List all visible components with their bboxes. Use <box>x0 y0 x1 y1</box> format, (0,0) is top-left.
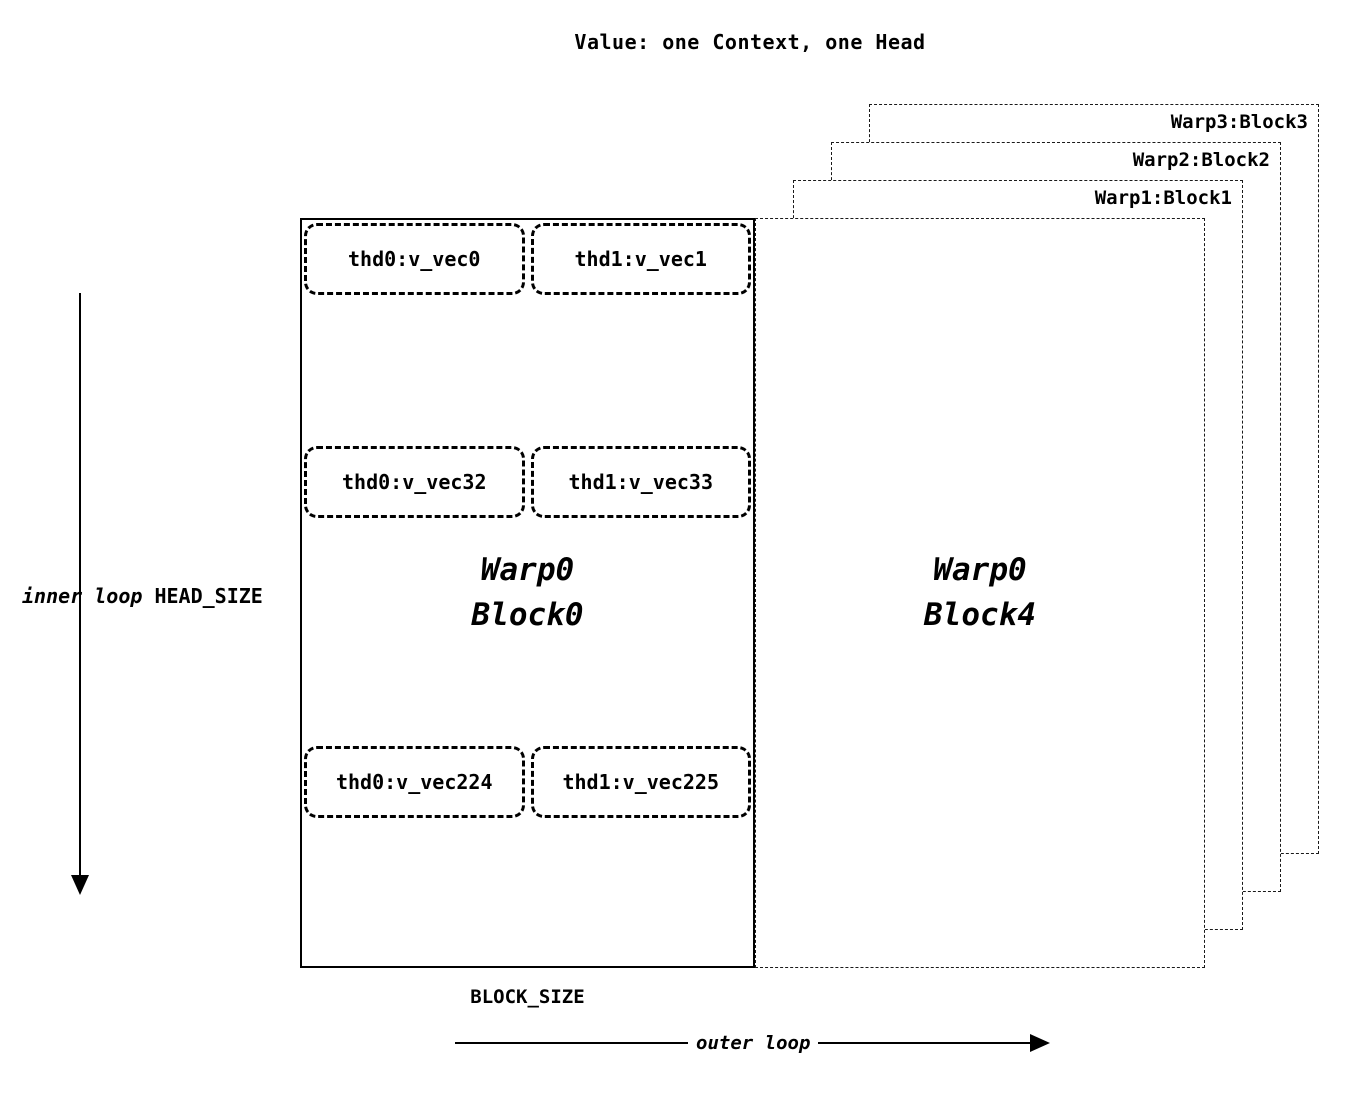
block-warp0-block4-title: Warp0 Block4 <box>756 219 1204 967</box>
diagram-title: Value: one Context, one Head <box>574 30 926 54</box>
inner-loop-axis-label: inner loop HEAD_SIZE <box>22 584 263 608</box>
vec-box-thd1-v-vec225: thd1:v_vec225 <box>530 746 751 818</box>
outer-loop-arrow-head-icon <box>1030 1034 1050 1052</box>
vec-row-1: thd0:v_vec32 thd1:v_vec33 <box>304 446 751 518</box>
inner-loop-arrow-head-icon <box>71 875 89 895</box>
block-warp3-label: Warp3:Block3 <box>1170 111 1308 133</box>
vec-box-thd1-v-vec33: thd1:v_vec33 <box>530 446 751 518</box>
head-size-label: HEAD_SIZE <box>154 584 263 608</box>
block-warp0-block0-title: Warp0 Block0 <box>302 220 753 966</box>
block0-block-label: Block0 <box>471 597 584 633</box>
block0-warp-label: Warp0 <box>480 552 575 588</box>
vec-row-0: thd0:v_vec0 thd1:v_vec1 <box>304 223 751 295</box>
block-warp0-block0: Warp0 Block0 thd0:v_vec0 thd1:v_vec1 thd… <box>300 218 755 968</box>
vec-box-thd1-v-vec1: thd1:v_vec1 <box>530 223 751 295</box>
block-warp0-block4: Warp0 Block4 <box>755 218 1205 968</box>
block4-block-label: Block4 <box>924 597 1036 633</box>
vec-row-2: thd0:v_vec224 thd1:v_vec225 <box>304 746 751 818</box>
block-size-label: BLOCK_SIZE <box>470 986 585 1008</box>
block4-warp-label: Warp0 <box>933 552 1027 588</box>
inner-loop-label: inner loop <box>22 584 143 608</box>
block-warp1-label: Warp1:Block1 <box>1094 187 1232 209</box>
vec-box-thd0-v-vec0: thd0:v_vec0 <box>304 223 525 295</box>
outer-loop-label: outer loop <box>688 1032 819 1054</box>
inner-loop-arrow-line <box>79 293 81 878</box>
vec-box-thd0-v-vec32: thd0:v_vec32 <box>304 446 525 518</box>
vec-box-thd0-v-vec224: thd0:v_vec224 <box>304 746 525 818</box>
block-warp2-label: Warp2:Block2 <box>1132 149 1270 171</box>
